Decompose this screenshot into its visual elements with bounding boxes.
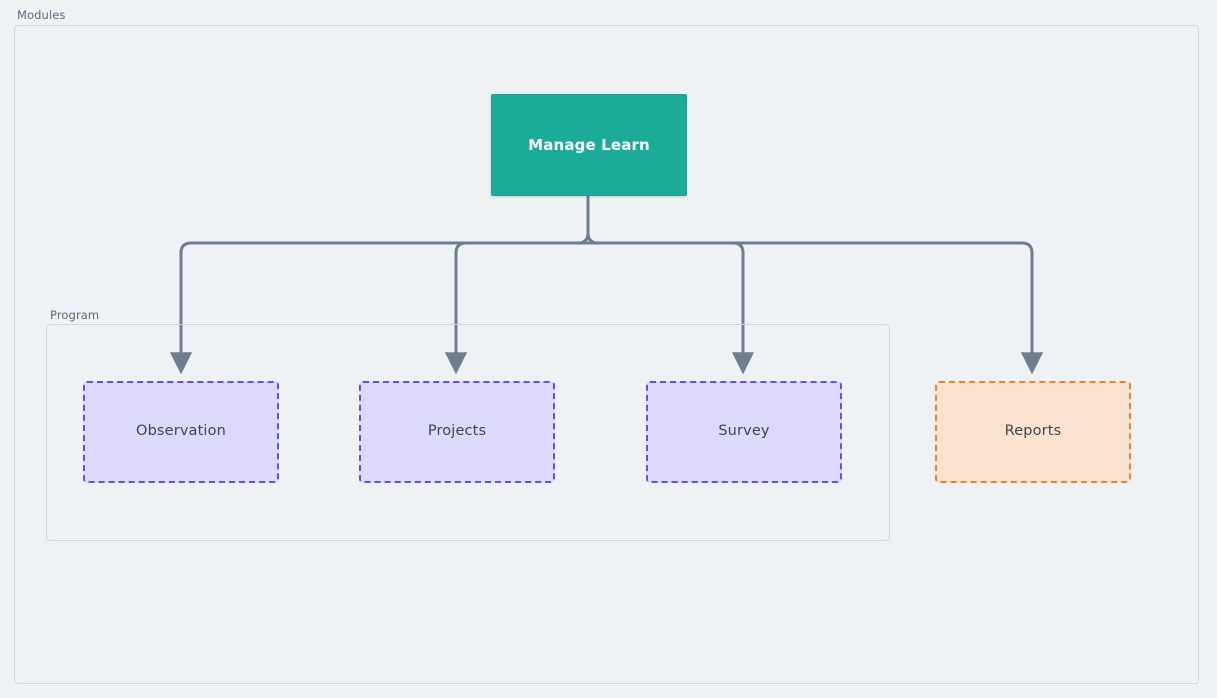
- node-projects-label: Projects: [427, 423, 487, 440]
- node-projects[interactable]: Projects: [359, 381, 555, 483]
- group-program: [46, 324, 890, 541]
- node-manage-learn-label: Manage Learn: [528, 136, 650, 154]
- group-modules-label: Modules: [14, 8, 69, 22]
- node-manage-learn[interactable]: Manage Learn: [491, 94, 687, 196]
- node-observation[interactable]: Observation: [83, 381, 279, 483]
- node-reports-label: Reports: [1004, 423, 1062, 440]
- node-survey[interactable]: Survey: [646, 381, 842, 483]
- node-reports[interactable]: Reports: [935, 381, 1131, 483]
- node-survey-label: Survey: [718, 423, 770, 440]
- node-observation-label: Observation: [136, 423, 226, 440]
- group-program-label: Program: [47, 308, 103, 322]
